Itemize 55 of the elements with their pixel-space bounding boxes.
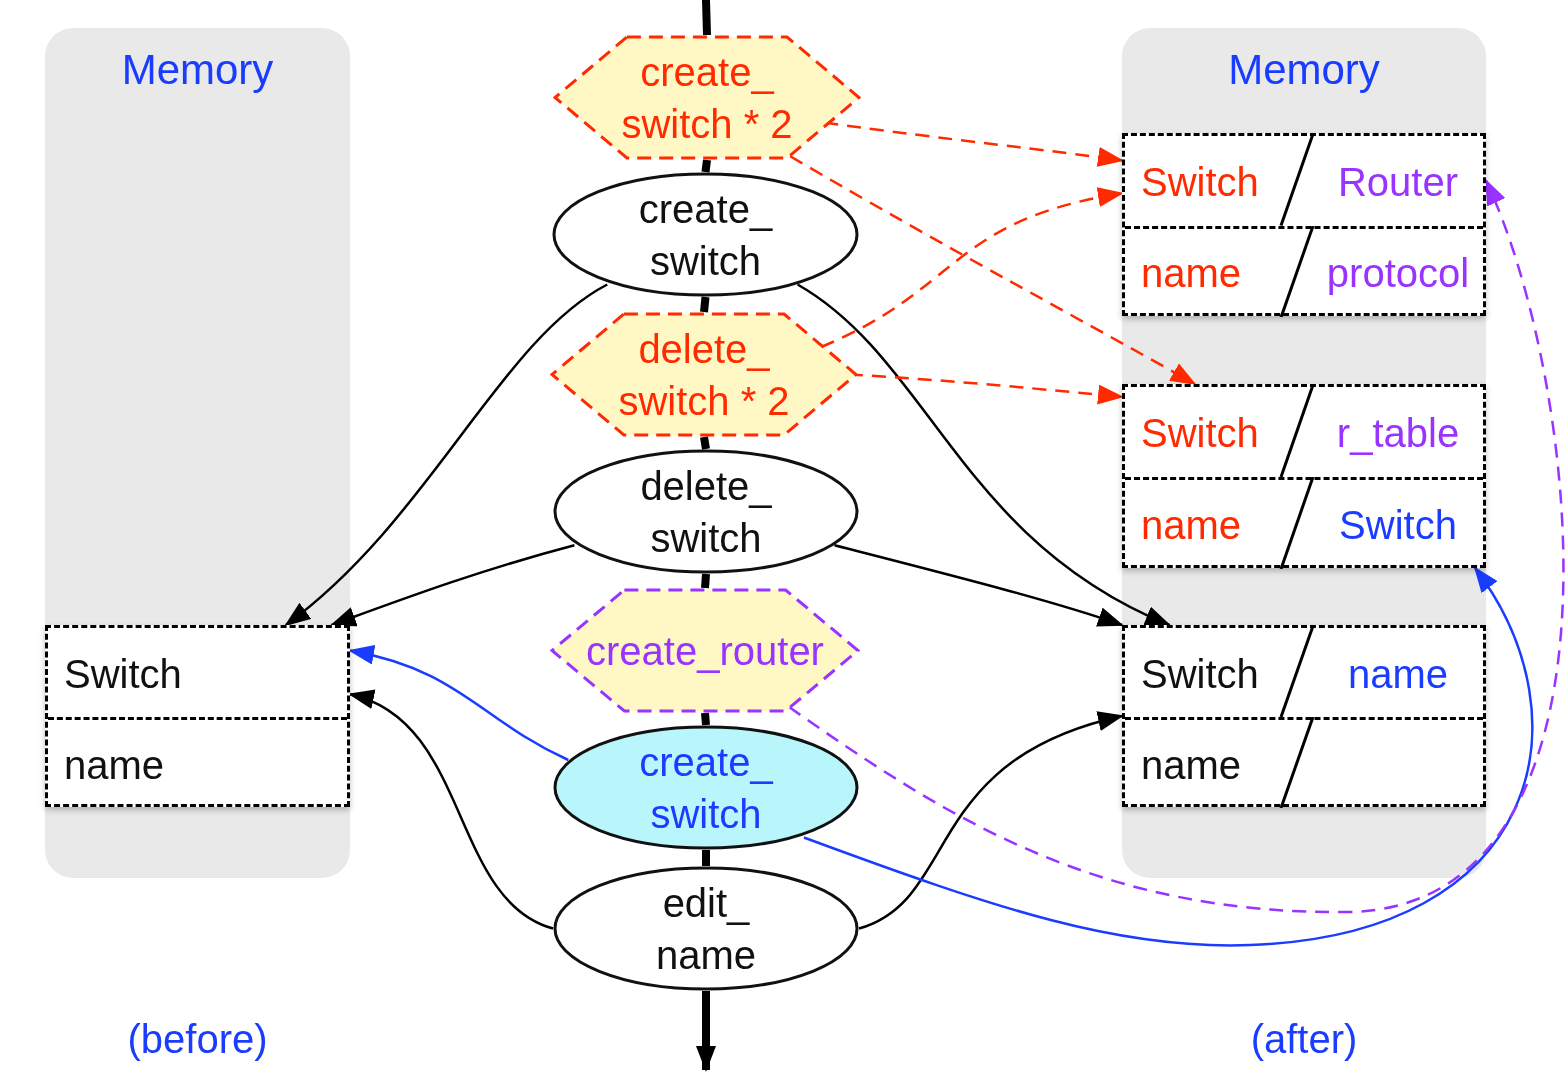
caption-label: (after) bbox=[1250, 1016, 1358, 1063]
operation-hexagon bbox=[550, 312, 858, 437]
arrow bbox=[329, 544, 575, 627]
arrow bbox=[348, 692, 554, 930]
field-label: name bbox=[1347, 650, 1449, 697]
field-label: protocol bbox=[1326, 250, 1470, 297]
function-ellipse bbox=[552, 172, 859, 297]
arrow bbox=[284, 283, 608, 627]
arrow bbox=[803, 566, 1534, 947]
connector-line bbox=[701, 712, 710, 726]
field-label: Router bbox=[1337, 158, 1459, 205]
field-label: Switch bbox=[1141, 650, 1259, 697]
node-label: delete_ switch bbox=[639, 462, 773, 562]
arrow bbox=[788, 178, 1565, 914]
connector-line bbox=[700, 436, 710, 450]
caption-label: (before) bbox=[127, 1016, 268, 1063]
field-label: Switch bbox=[1339, 502, 1457, 548]
record-box bbox=[1122, 625, 1486, 807]
arrow bbox=[696, 991, 716, 1072]
connector-line bbox=[700, 296, 710, 313]
connector-line bbox=[702, 0, 711, 36]
connector-line bbox=[701, 159, 711, 173]
field-label: name bbox=[1141, 502, 1242, 548]
panel-title: Memory bbox=[121, 45, 274, 95]
function-ellipse bbox=[553, 866, 859, 991]
function-ellipse bbox=[553, 725, 859, 850]
panel-title: Memory bbox=[1228, 45, 1380, 95]
operation-hexagon bbox=[550, 588, 860, 713]
field-label: Switch bbox=[1141, 410, 1259, 456]
connector-line bbox=[702, 850, 710, 866]
record-box bbox=[45, 625, 350, 807]
node-label: create_ switch bbox=[638, 738, 775, 838]
memory-panel bbox=[1122, 28, 1486, 878]
node-label: edit_ name bbox=[654, 879, 758, 979]
node-label: delete_ switch * 2 bbox=[617, 325, 791, 425]
field-label: name bbox=[1141, 250, 1242, 297]
record-box bbox=[1122, 384, 1486, 568]
memory-panel bbox=[45, 28, 350, 878]
field-label: Switch bbox=[1141, 158, 1259, 205]
field-label: name bbox=[1141, 741, 1242, 788]
arrow bbox=[789, 155, 1197, 386]
operation-hexagon bbox=[553, 35, 861, 160]
function-ellipse bbox=[553, 449, 859, 574]
connector-line bbox=[701, 573, 710, 589]
arrow bbox=[834, 544, 1124, 627]
field-label: name bbox=[64, 741, 165, 788]
arrow bbox=[858, 712, 1124, 930]
node-label: create_ switch bbox=[637, 185, 774, 285]
field-label: r_table bbox=[1336, 410, 1460, 456]
arrow bbox=[348, 645, 569, 762]
record-box bbox=[1122, 133, 1486, 316]
node-label: create_ switch * 2 bbox=[620, 48, 794, 148]
arrow bbox=[796, 283, 1172, 627]
field-label: Switch bbox=[64, 650, 182, 697]
node-label: create_router bbox=[585, 627, 825, 675]
